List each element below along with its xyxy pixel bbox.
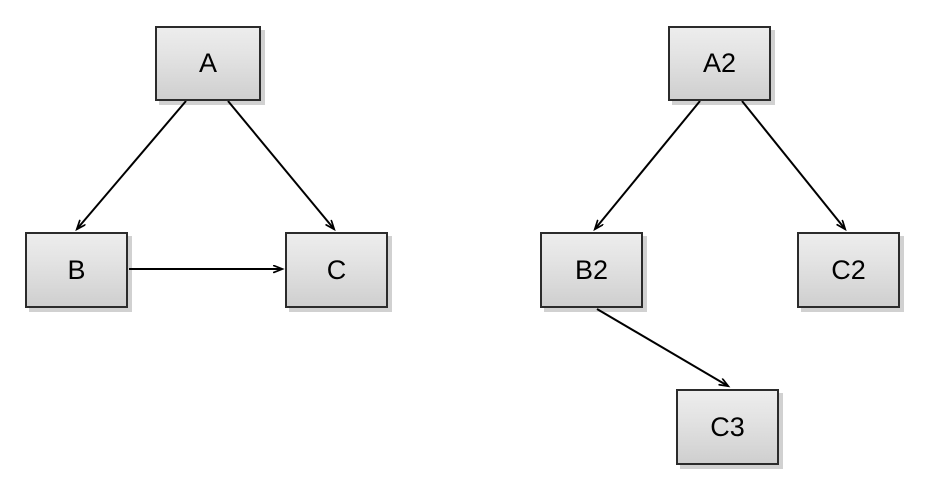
edge-a2-to-b2 [595, 100, 701, 229]
node-label-a2: A2 [702, 48, 737, 78]
node-label-b: B [67, 254, 86, 285]
node-c3[interactable]: C3 [676, 389, 779, 465]
edge-a2-to-c2 [741, 100, 845, 229]
node-label-c2: C2 [831, 254, 866, 285]
node-c2[interactable]: C2 [797, 232, 900, 308]
node-label-a: A [198, 48, 217, 78]
node-a[interactable]: A [155, 26, 261, 101]
node-label-c: C [326, 254, 347, 285]
node-b2[interactable]: B2 [540, 232, 643, 308]
edge-b2-to-c3 [596, 308, 728, 386]
node-a2[interactable]: A2 [668, 26, 771, 101]
edge-a-to-c [227, 100, 334, 229]
node-b[interactable]: B [25, 232, 128, 308]
node-label-b2: B2 [574, 254, 609, 285]
node-c[interactable]: C [285, 232, 388, 308]
edge-a-to-b [77, 100, 187, 229]
node-label-c3: C3 [710, 411, 745, 442]
